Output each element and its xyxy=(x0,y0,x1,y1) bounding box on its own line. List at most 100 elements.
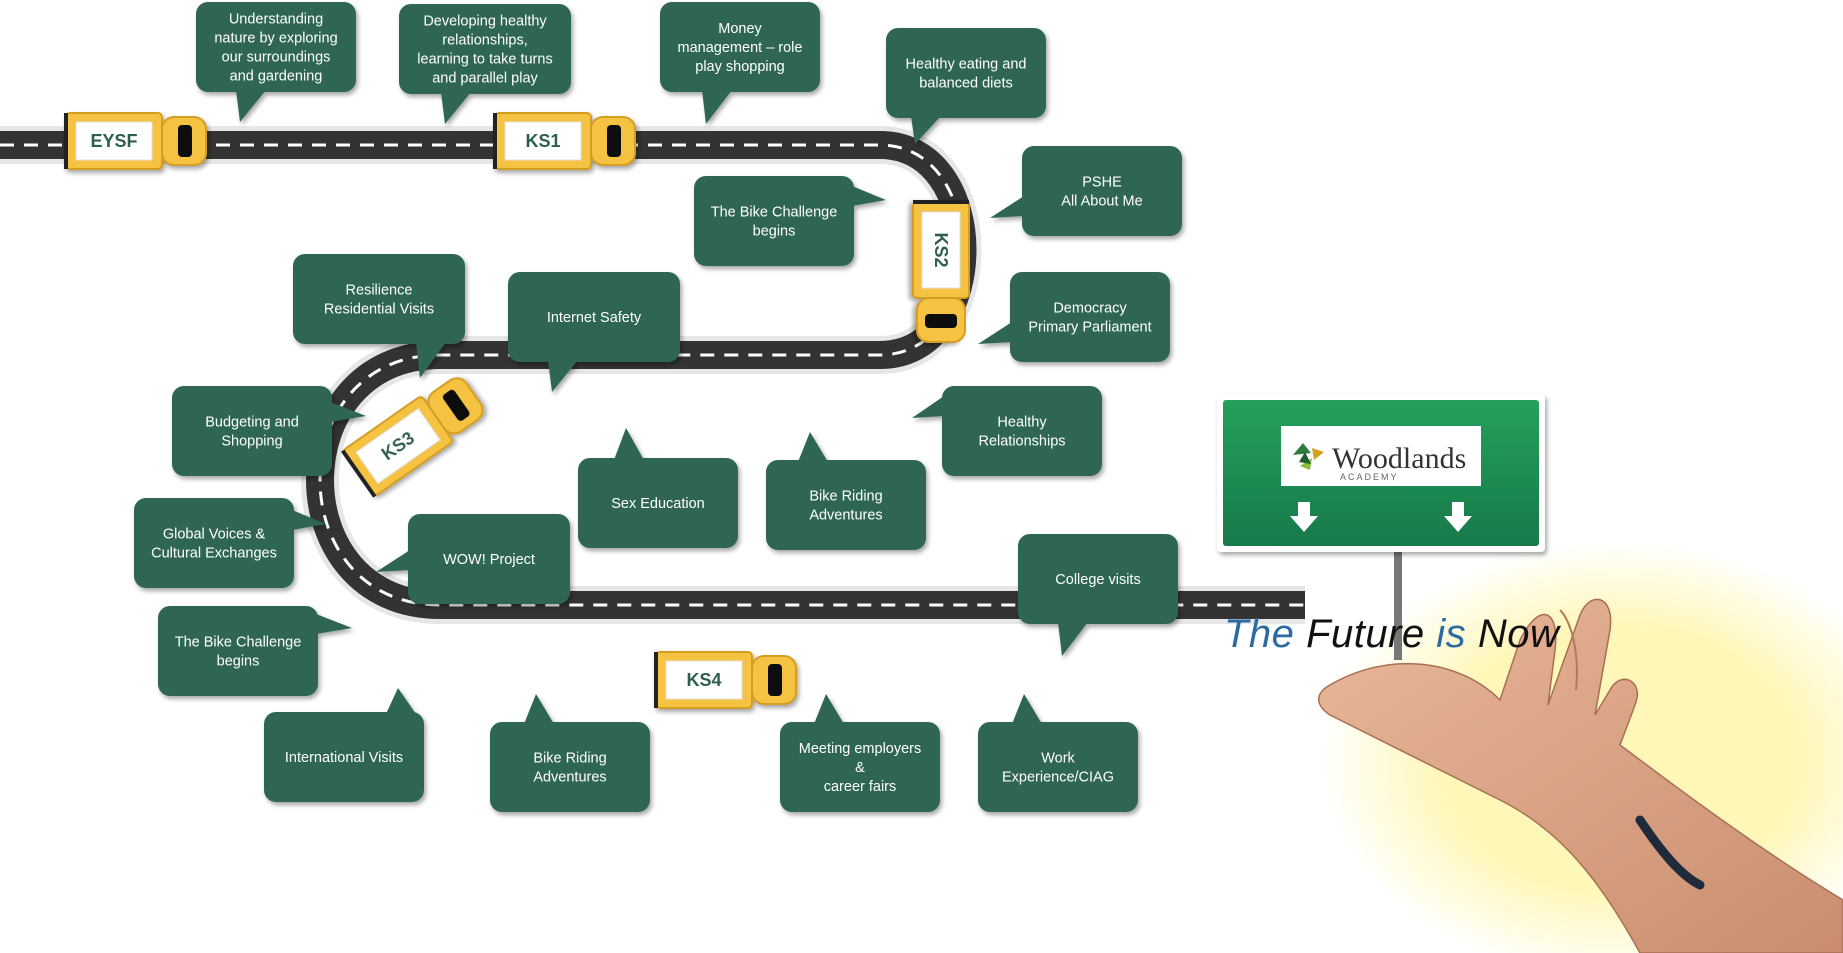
bubble-tail xyxy=(386,688,416,714)
bubble-text: begins xyxy=(753,224,796,240)
bubble-text: Residential Visits xyxy=(324,302,434,318)
bubble-text: Resilience xyxy=(346,283,413,299)
bus-windshield xyxy=(442,389,470,421)
bubble-relationships: Developing healthyrelationships,learning… xyxy=(399,4,571,124)
bus-ks2: KS2 xyxy=(912,200,970,343)
tagline-word: is xyxy=(1436,612,1467,656)
bubble-sex-education: Sex Education xyxy=(578,428,738,548)
tagline: The Future is Now xyxy=(1224,612,1559,657)
bubble-text: College visits xyxy=(1055,572,1140,588)
bubble-text: Understanding xyxy=(229,12,323,28)
road xyxy=(0,126,1305,624)
bubble-tail xyxy=(614,428,644,460)
bubble-text: Democracy xyxy=(1053,301,1127,317)
bubble-text: Adventures xyxy=(809,508,882,524)
bubble-text: Adventures xyxy=(533,770,606,786)
bus-ks3: KS3 xyxy=(341,377,484,498)
bus-ks4: KS4 xyxy=(654,651,797,709)
bubble-tail xyxy=(814,694,844,724)
logo-sub: ACADEMY xyxy=(1340,472,1399,482)
arrow-down-icon xyxy=(1444,502,1472,532)
bubble-text: Experience/CIAG xyxy=(1002,770,1114,786)
bubble-global-voices: Global Voices & Cultural Exchanges xyxy=(134,498,326,588)
bubble-tail xyxy=(798,432,828,462)
bubble-text: Meeting employers xyxy=(799,741,922,757)
bubble-tail xyxy=(316,614,352,634)
bubble-text: Bike Riding xyxy=(809,489,882,505)
bubble-tail xyxy=(441,92,471,124)
bubble-text: Sex Education xyxy=(611,496,705,512)
bubble-tail xyxy=(911,116,941,144)
bubble-text: and gardening xyxy=(230,69,323,85)
bus-label: KS1 xyxy=(525,131,560,151)
bubble-text: career fairs xyxy=(824,779,897,795)
bubble-tail xyxy=(978,322,1012,344)
bubble-tail xyxy=(416,342,446,378)
bubble-text: Relationships xyxy=(978,434,1065,450)
bubble-text: All About Me xyxy=(1061,194,1142,210)
bubble-text: The Bike Challenge xyxy=(175,635,302,651)
bubble-tail xyxy=(548,360,578,392)
bus-ks1: KS1 xyxy=(493,112,636,170)
bubble-tail xyxy=(990,196,1024,218)
bubble-tail xyxy=(292,510,326,530)
bubble-text: management – role xyxy=(678,40,803,56)
bubble-bike-challenge-ks2: The Bike Challenge begins xyxy=(694,176,886,266)
logo-name: Woodlands xyxy=(1332,442,1466,475)
bubble-tail xyxy=(702,90,732,124)
bubble-tail xyxy=(376,550,410,572)
bus-windshield xyxy=(768,664,782,696)
bubble-text: Healthy xyxy=(997,415,1047,431)
bubble-text: The Bike Challenge xyxy=(711,205,838,221)
bubble-text: Shopping xyxy=(221,434,282,450)
bubble-internet-safety: Internet Safety xyxy=(508,272,680,392)
bubble-tail xyxy=(1058,622,1088,656)
bubble-tail xyxy=(912,396,944,418)
bubble-text: Global Voices & xyxy=(163,527,266,543)
bus-windshield xyxy=(607,125,621,157)
bubble-text: balanced diets xyxy=(919,76,1013,92)
bubble-text: Primary Parliament xyxy=(1028,320,1151,336)
bubble-text: begins xyxy=(217,654,260,670)
tagline-word: Now xyxy=(1477,612,1560,656)
bubble-money: Money management – role play shopping xyxy=(660,2,820,124)
bubble-text: International Visits xyxy=(285,750,403,766)
bubble-text: nature by exploring xyxy=(214,31,337,47)
bubble-text: play shopping xyxy=(695,59,785,75)
bubble-wow-project: WOW! Project xyxy=(376,514,570,604)
bubble-text: & xyxy=(855,760,865,776)
bubble-text: and parallel play xyxy=(432,71,538,87)
bubble-tail xyxy=(524,694,554,724)
bus-label: EYSF xyxy=(90,131,137,151)
bubble-text: PSHE xyxy=(1082,175,1122,191)
bubble-text: Money xyxy=(718,21,762,37)
bubble-text: Bike Riding xyxy=(533,751,606,767)
bus-label: KS4 xyxy=(686,670,721,690)
bubble-tail xyxy=(236,90,266,122)
bubble-text: Cultural Exchanges xyxy=(151,546,277,562)
bubble-text: Internet Safety xyxy=(547,310,642,326)
bus-windshield xyxy=(178,125,192,157)
bubble-tail xyxy=(1012,694,1042,724)
woodlands-sign: Woodlands ACADEMY xyxy=(1217,394,1545,660)
bubble-text: Developing healthy xyxy=(423,14,547,30)
bubble-tail xyxy=(852,186,886,206)
bubble-college-visits: College visits xyxy=(1018,534,1178,656)
bubble-text: Budgeting and xyxy=(205,415,299,431)
bubble-meeting-employers: Meeting employers & career fairs xyxy=(780,694,940,812)
bus-windshield xyxy=(925,314,957,328)
arrow-down-icon xyxy=(1290,502,1318,532)
bubble-bike-challenge-ks4: The Bike Challenge begins xyxy=(158,606,352,696)
bubble-text: learning to take turns xyxy=(417,52,552,68)
bubble-text: Work xyxy=(1041,751,1075,767)
tagline-word: Future xyxy=(1306,612,1425,656)
